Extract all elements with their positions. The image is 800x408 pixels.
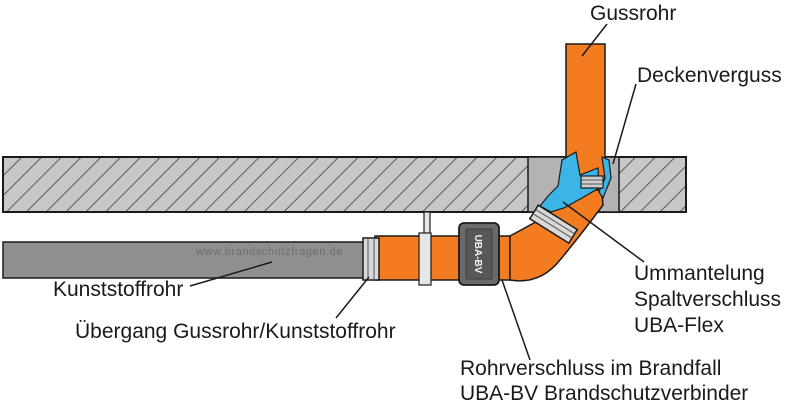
label-rohrverschluss-line2: UBA-BV Brandschutzverbinder <box>460 382 749 405</box>
leader-deckenverguss <box>612 83 637 165</box>
leader-uebergang <box>335 276 370 319</box>
leader-kunststoffrohr <box>189 261 273 287</box>
leader-ummantelung <box>562 201 645 263</box>
label-deckenverguss: Deckenverguss <box>637 64 782 87</box>
label-rohrverschluss-line1: Rohrverschluss im Brandfall <box>460 357 722 380</box>
label-ummantelung-line3: UBA-Flex <box>634 314 724 337</box>
label-kunststoffrohr: Kunststoffrohr <box>53 278 184 301</box>
transition-coupling <box>362 237 380 281</box>
label-uebergang: Übergang Gussrohr/Kunststoffrohr <box>75 320 396 343</box>
pipe-hanger-clamp <box>418 232 432 286</box>
uba-bv-mark: UBA-BV <box>472 235 483 274</box>
vertical-pipe-ring <box>580 175 604 189</box>
watermark: www.brandschutzfragen.de <box>196 246 344 258</box>
label-ummantelung-line1: Ummantelung <box>634 262 765 285</box>
uba-flex-seal <box>539 151 600 213</box>
label-ummantelung-line2: Spaltverschluss <box>634 288 782 311</box>
plastic-pipe <box>2 241 376 279</box>
leader-rohrverschluss <box>501 279 531 361</box>
label-gussrohr: Gussrohr <box>590 2 677 25</box>
leader-gussrohr <box>581 23 608 57</box>
